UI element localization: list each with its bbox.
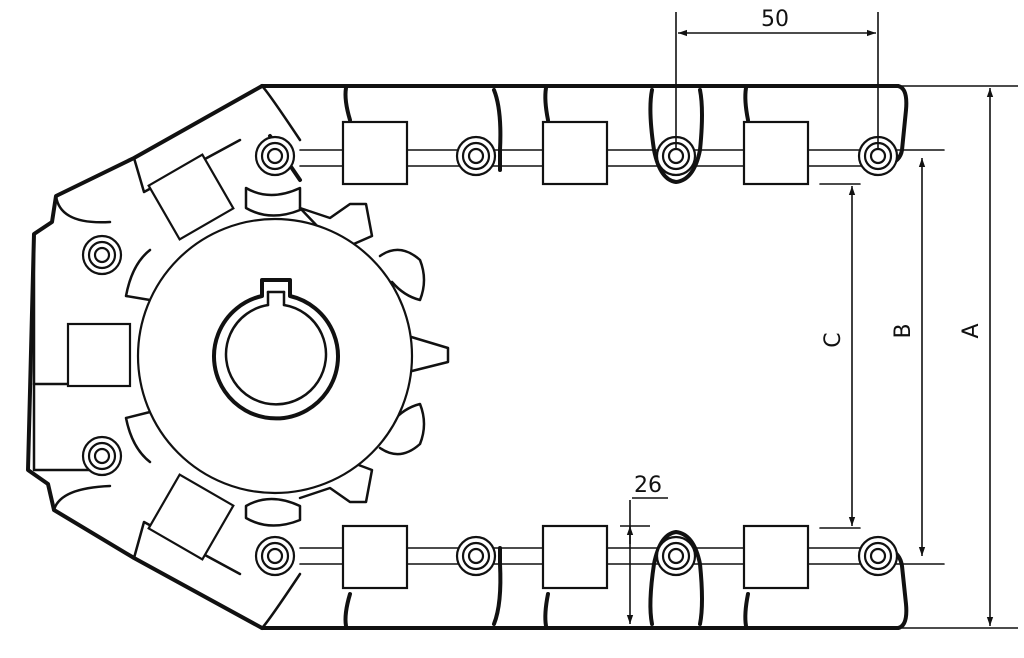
pin-bottom-4 [857,535,899,577]
pin-top-1 [254,135,296,177]
dimension-link-height: 26 [620,473,668,624]
pin-bottom-3 [655,535,697,577]
chain-outer-outline [26,84,909,630]
pin-left-bottom [81,435,123,477]
pin-top-4 [857,135,899,177]
sprocket [124,186,450,527]
rollers [66,120,810,590]
link-height-label: 26 [634,473,662,498]
keyway-bore [212,278,340,421]
pin-top-3 [655,135,697,177]
chain-pins [81,135,899,577]
dimension-c-label: C [821,332,846,347]
pin-top-2 [455,135,497,177]
dimension-b: B [891,158,926,556]
dimension-a: A [900,85,1018,629]
pin-left-top [81,234,123,276]
dimension-pitch: 50 [675,7,879,150]
pin-bottom-1 [254,535,296,577]
pin-bottom-2 [455,535,497,577]
dimension-b-label: B [891,323,916,338]
pitch-label: 50 [761,7,789,32]
dimension-c: C [821,186,856,526]
dimension-a-label: A [959,323,984,338]
sprocket-hub [136,217,414,495]
